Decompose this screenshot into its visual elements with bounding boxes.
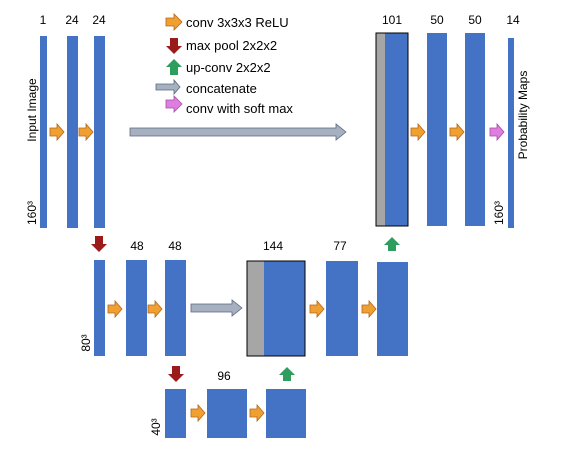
enc2a-block	[126, 260, 147, 356]
input-label: Input Image	[25, 78, 39, 142]
dec2-concat-channels: 144	[263, 239, 283, 253]
legend-pool-label: max pool 2x2x2	[186, 38, 277, 53]
enc2-input-block	[94, 260, 105, 356]
pool-arrow-1	[91, 236, 107, 252]
softmax-arrow	[489, 122, 505, 142]
conv-arrow-2	[78, 122, 94, 142]
res-level3: 40³	[149, 418, 163, 435]
upconv-arrow-2	[279, 367, 295, 381]
softmax-legend-icon	[165, 95, 183, 113]
enc3-input-block	[165, 389, 186, 438]
enc1b-block	[94, 36, 105, 228]
pool-arrow-2	[168, 366, 184, 382]
output-channels: 14	[506, 13, 520, 27]
input-channels: 1	[40, 13, 47, 27]
legend-conv-label: conv 3x3x3 ReLU	[186, 15, 289, 30]
enc2b-block	[165, 260, 186, 356]
dec1-concat-block	[385, 33, 408, 226]
dec2-channels: 77	[333, 239, 347, 253]
dec1b-channels: 50	[468, 13, 482, 27]
dec2-concat-outline	[246, 260, 306, 357]
enc2b-channels: 48	[168, 239, 182, 253]
dec2-concat-block	[264, 261, 305, 356]
dec2a-block	[326, 261, 358, 356]
enc1a-channels: 24	[65, 13, 79, 27]
dec1-concat-outline	[375, 32, 409, 227]
conv-arrow-9	[190, 403, 206, 423]
dec1b-block	[465, 33, 485, 226]
concat-arrow-level2	[190, 299, 243, 317]
conv-arrow-10	[249, 403, 265, 423]
legend-upconv-label: up-conv 2x2x2	[186, 60, 271, 75]
legend-concat-label: concatenate	[186, 81, 257, 96]
enc1b-channels: 24	[92, 13, 106, 27]
enc1a-block	[67, 36, 78, 228]
conv-arrow-5	[107, 299, 123, 319]
dec1-concat-channels: 101	[382, 13, 402, 27]
res-level2: 80³	[79, 334, 93, 351]
conv-arrow-4	[449, 122, 465, 142]
concat-legend-icon	[155, 78, 181, 96]
legend: conv 3x3x3 ReLU max pool 2x2x2 up-conv 2…	[155, 13, 293, 116]
concat-arrow-level1	[129, 123, 347, 141]
conv-arrow-1	[49, 122, 65, 142]
dec1a-block	[427, 33, 447, 226]
dec2b-block	[377, 262, 408, 356]
dec1a-channels: 50	[430, 13, 444, 27]
input-block	[40, 36, 47, 228]
legend-softmax-label: conv with soft max	[186, 101, 293, 116]
pool-legend-icon	[166, 38, 182, 54]
conv-arrow-6	[147, 299, 163, 319]
dec2-concat-gray	[247, 261, 264, 356]
res-level1-left: 160³	[25, 201, 39, 225]
output-block	[508, 38, 514, 228]
bottleneck-b-block	[266, 389, 306, 438]
conv-arrow-3	[410, 122, 426, 142]
conv-legend-icon	[165, 13, 183, 31]
bottleneck-channels: 96	[217, 369, 231, 383]
bottleneck-a-block	[207, 389, 247, 438]
upconv-arrow-1	[384, 237, 400, 251]
dec1-concat-gray	[376, 33, 385, 226]
conv-arrow-8	[361, 299, 377, 319]
enc2a-channels: 48	[130, 239, 144, 253]
conv-arrow-7	[309, 299, 325, 319]
upconv-legend-icon	[166, 59, 182, 75]
res-level1-right: 160³	[492, 201, 506, 225]
output-label: Probability Maps	[516, 71, 530, 160]
